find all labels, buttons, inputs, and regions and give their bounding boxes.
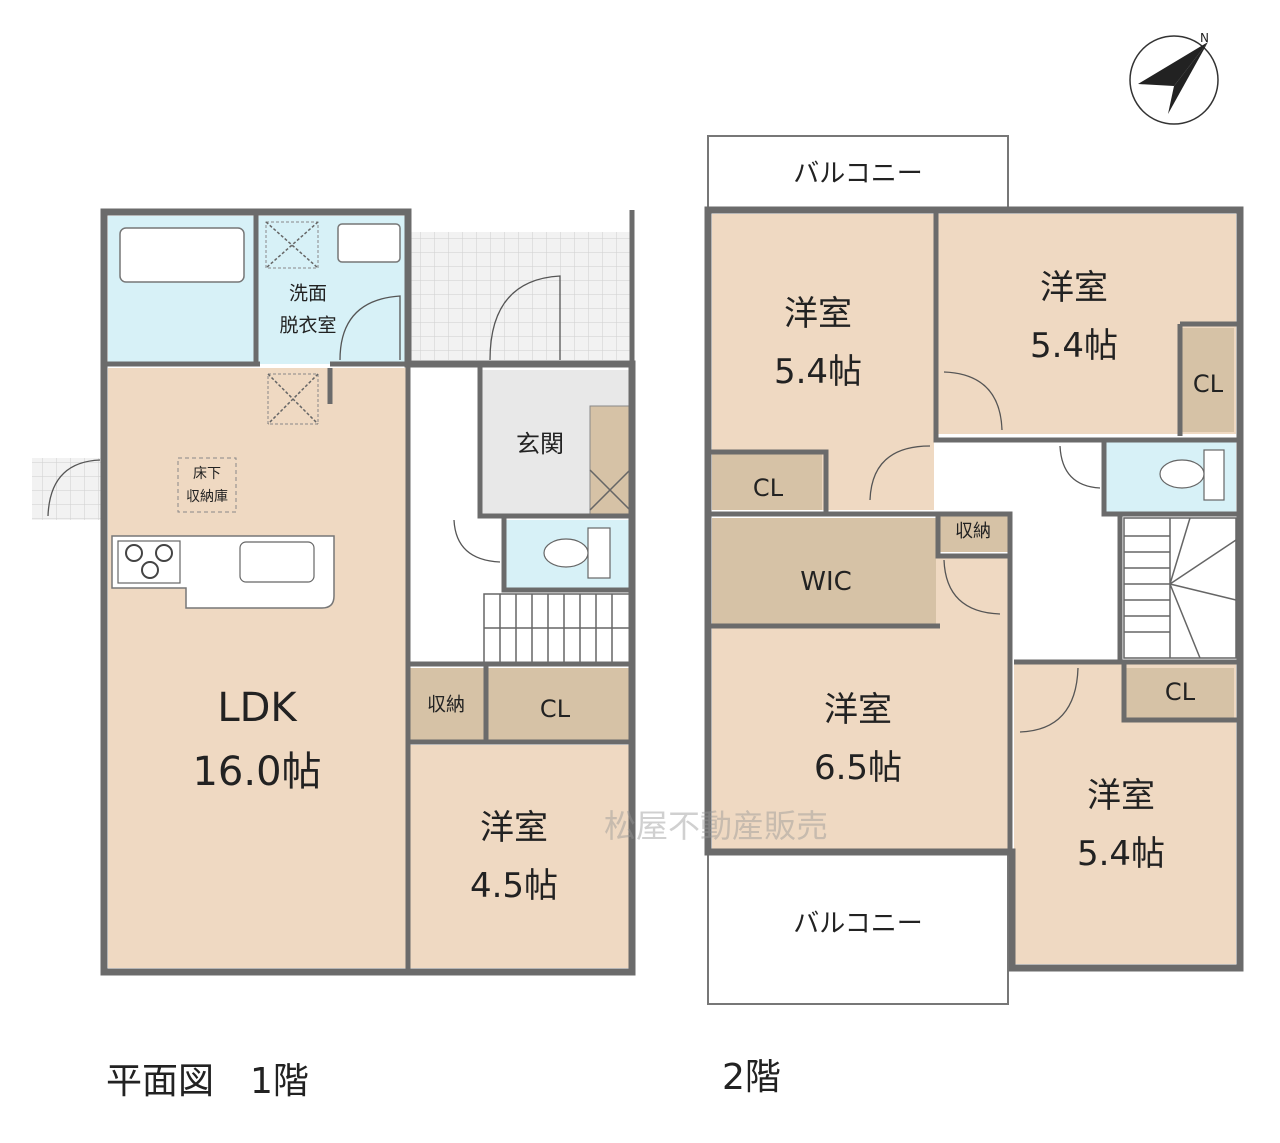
underfloor-storage xyxy=(177,457,237,513)
compass-north-label: N xyxy=(1200,31,1209,45)
western-room-center xyxy=(712,626,1008,850)
washroom-line1: 洗面 xyxy=(288,282,328,305)
floor2-title: 2階 xyxy=(722,1057,781,1098)
entrance-label: 玄関 xyxy=(516,430,564,458)
closet-1f-label: CL xyxy=(539,695,571,723)
closet-se xyxy=(1126,668,1234,718)
stairs-2f xyxy=(1123,517,1237,659)
walk-in-closet xyxy=(712,518,936,624)
western-1f-size: 4.5帖 xyxy=(469,866,559,906)
ldk-room xyxy=(108,368,408,968)
storage-2f-label: 収納 xyxy=(955,521,991,542)
kitchen-sink xyxy=(239,541,315,583)
closet-nw xyxy=(712,452,822,510)
underfloor-line2: 収納庫 xyxy=(186,489,228,505)
washroom-line2: 脱衣室 xyxy=(279,314,337,337)
storage-1f-label: 収納 xyxy=(426,693,466,716)
floor1-plan xyxy=(32,208,636,976)
ldk-size: 16.0帖 xyxy=(192,749,322,795)
room-ne-size: 5.4帖 xyxy=(1029,326,1119,366)
western-1f-name: 洋室 xyxy=(480,808,548,848)
room-ne-name: 洋室 xyxy=(1040,268,1108,308)
western-room-4-5 xyxy=(410,745,632,968)
closet-1f xyxy=(488,668,632,742)
side-terrace xyxy=(32,458,104,520)
room-center-size: 6.5帖 xyxy=(813,748,903,788)
wic-label: WIC xyxy=(800,567,852,597)
storage-2f xyxy=(938,514,1008,552)
watermark: 松屋不動産販売 xyxy=(603,807,829,845)
balcony-top-label: バルコニー xyxy=(793,159,923,189)
ldk-name: LDK xyxy=(217,685,297,731)
floor1-title: 平面図 1階 xyxy=(106,1061,309,1102)
room-center-name: 洋室 xyxy=(824,690,892,730)
closet-ne xyxy=(1182,328,1234,432)
underfloor-line1: 床下 xyxy=(193,466,221,482)
balcony-bottom-label: バルコニー xyxy=(793,909,923,939)
toilet-bowl-2f xyxy=(1159,459,1205,489)
room-se-size: 5.4帖 xyxy=(1076,834,1166,874)
storage-1f xyxy=(410,668,484,742)
shoe-cabinet xyxy=(589,405,631,515)
room-se-name: 洋室 xyxy=(1087,776,1155,816)
floor2-plan xyxy=(704,135,1244,1005)
toilet-bowl-1f xyxy=(543,538,589,568)
closet-nw-label: CL xyxy=(752,474,784,502)
stairs-1f xyxy=(483,593,631,665)
bathtub xyxy=(119,227,245,283)
closet-se-label: CL xyxy=(1164,678,1196,706)
entry-porch xyxy=(410,232,632,360)
washer-space xyxy=(265,221,319,269)
ceiling-hatch xyxy=(267,373,319,425)
vanity-sink xyxy=(337,223,401,263)
closet-ne-label: CL xyxy=(1192,370,1224,398)
balcony-top xyxy=(707,135,1009,211)
room-nw-name: 洋室 xyxy=(784,294,852,334)
room-nw-size: 5.4帖 xyxy=(773,352,863,392)
compass-icon: N xyxy=(1128,31,1220,126)
